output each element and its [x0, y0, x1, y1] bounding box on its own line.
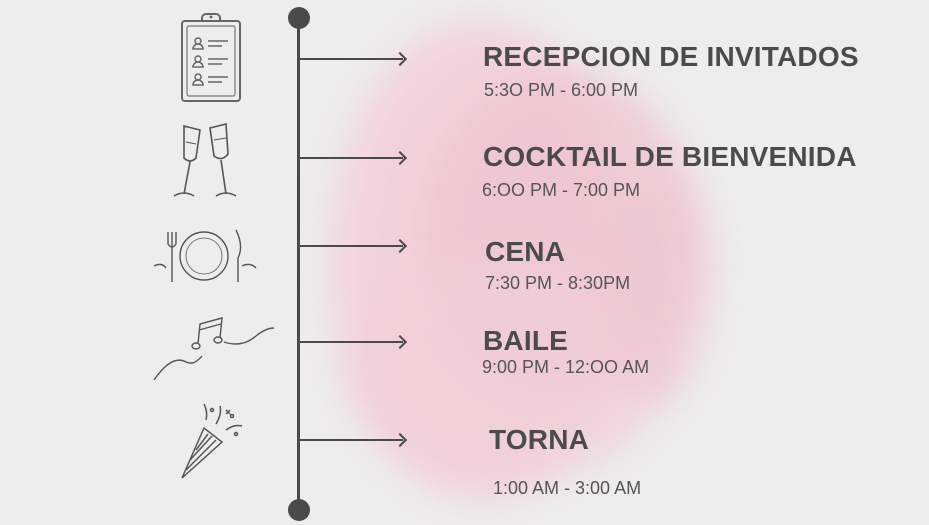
- timeline-start-dot: [288, 7, 310, 29]
- event-title: TORNA: [489, 424, 590, 455]
- event-time: 6:OO PM - 7:00 PM: [482, 180, 641, 200]
- timeline-arrow: [299, 245, 403, 247]
- event-time: 7:30 PM - 8:30PM: [485, 273, 631, 293]
- timeline-arrow: [299, 58, 403, 60]
- event-title: RECEPCION DE INVITADOS: [483, 41, 859, 72]
- event-title: CENA: [485, 236, 566, 267]
- event-title: COCKTAIL DE BIENVENIDA: [483, 141, 857, 172]
- timeline-end-dot: [288, 499, 310, 521]
- timeline-arrow: [299, 439, 403, 441]
- event-time: 9:00 PM - 12:OO AM: [482, 357, 650, 377]
- event-time: 5:3O PM - 6:00 PM: [484, 80, 639, 100]
- timeline-line: [297, 18, 300, 510]
- champagne-toast-icon: [173, 122, 237, 197]
- event-time: 1:00 AM - 3:00 AM: [493, 478, 642, 498]
- timeline-arrow: [299, 157, 403, 159]
- timeline-arrow: [299, 341, 403, 343]
- party-popper-icon: [181, 403, 243, 479]
- plate-cutlery-icon: [153, 229, 257, 282]
- clipboard-guest-list-icon: [181, 13, 241, 102]
- music-note-icon: [153, 317, 275, 381]
- event-title: BAILE: [483, 325, 568, 356]
